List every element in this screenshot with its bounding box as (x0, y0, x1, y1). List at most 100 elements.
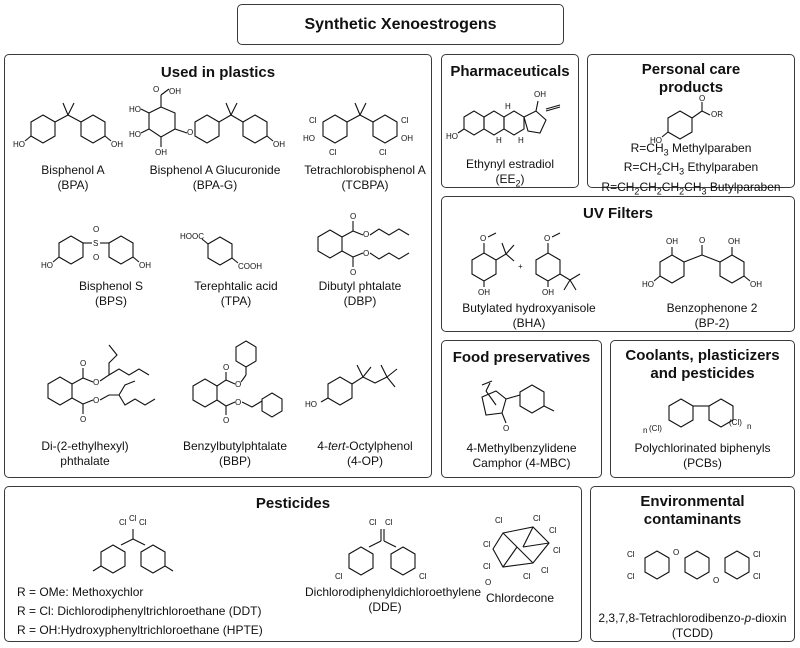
pcb-abbr: (PCBs) (683, 456, 722, 470)
personal-care-title-2: products (658, 79, 724, 96)
environmental-title-2: contaminants (643, 511, 742, 528)
pcb-cl-left: (Cl) (649, 424, 662, 433)
ee2-h2: H (496, 136, 502, 145)
main-title-box: Synthetic Xenoestrogens (237, 4, 564, 45)
dde-cl1: Cl (369, 518, 377, 527)
dehp-abbr: phthalate (60, 454, 110, 468)
uv-filters-panel: UV Filters O OH + O OH Butylated hydroxy… (441, 196, 795, 332)
plastics-title: Used in plastics (160, 64, 276, 81)
bps-o1: O (93, 225, 99, 234)
bps-ho: HO (41, 261, 53, 270)
bbp-label: Benzylbutylphtalate (BBP) (175, 439, 295, 469)
tcbpa-structure: Cl HO Cl Cl OH Cl (303, 102, 413, 157)
4op-name-pre: 4- (317, 439, 328, 453)
bp2-oh3: OH (750, 280, 762, 289)
tpa-hooc: HOOC (180, 232, 204, 241)
pr-r0: R = OMe: (17, 585, 69, 599)
ee2-label: Ethynyl estradiol (EE2) (442, 157, 578, 191)
pcb-n2: n (747, 422, 751, 431)
tcdd-cl2: Cl (627, 572, 635, 581)
4mbc-name: 4-Methylbenzylidene (466, 441, 577, 455)
pharmaceuticals-panel: Pharmaceuticals HO OH H H H Ethynyl estr… (441, 54, 579, 188)
cd-cl8: Cl (483, 562, 491, 571)
pr2-mid3: CH (684, 179, 702, 194)
tpa-label: Terephtalic acid (TPA) (181, 279, 291, 309)
bpa-g-structure: O OH HO HO OH O OH (129, 85, 285, 157)
bpa-abbr: (BPA) (57, 178, 89, 192)
bpa-label: Bisphenol A (BPA) (23, 163, 123, 193)
bps-abbr: (BPS) (94, 294, 127, 308)
tcdd-cl3: Cl (753, 550, 761, 559)
coolants-title-2: and pesticides (650, 365, 755, 382)
dde-label: Dichlorodiphenyldichloroethylene (DDE) (305, 585, 481, 615)
bha-structure: O OH + O OH (471, 232, 581, 297)
pcb-n: n (643, 426, 647, 435)
bpag-oh3: OH (273, 140, 285, 149)
bps-label: Bisphenol S (BPS) (61, 279, 161, 309)
pr2-mid: CH (639, 179, 657, 194)
tcdd-structure: O O Cl Cl Cl Cl (627, 548, 761, 585)
4mbc-label: 4-Methylbenzylidene Camphor (4-MBC) (442, 441, 601, 471)
bbp-name: Benzylbutylphtalate (182, 439, 288, 453)
dbp-o1: O (350, 212, 356, 221)
personal-care-panel: Personal care products O OR HO R=CH3 Met… (587, 54, 795, 196)
bpag-ho2: HO (129, 130, 141, 139)
ee2-name: Ethynyl estradiol (465, 157, 555, 171)
pr-n0: Methoxychlor (68, 585, 144, 599)
4op-name-em: tert (327, 439, 346, 453)
chlordecone-structure: Cl Cl Cl Cl Cl Cl Cl Cl O (483, 514, 561, 587)
ddt-cl3: Cl (139, 518, 147, 527)
ee2-h1: H (505, 102, 511, 111)
pr2-sub: 2 (634, 186, 640, 197)
dde-structure: Cl Cl Cl Cl (335, 518, 427, 581)
tcbpa-abbr: (TCBPA) (341, 178, 389, 192)
bha-oh1: OH (478, 288, 490, 297)
ee2-abbr-end: ) (520, 172, 525, 186)
cd-cl1: Cl (495, 516, 503, 525)
dbp-structure: O O O O (317, 212, 410, 277)
tcbpa-ho: HO (303, 134, 315, 143)
bpa-structure: HO OH (13, 102, 123, 149)
tcdd-name-em: p (744, 611, 752, 625)
paraben-row-butyl: R=CH2CH2CH2CH3 Butylparaben (588, 180, 794, 199)
bbp-structure: O O O O (192, 340, 283, 425)
bha-plus: + (518, 262, 523, 271)
bpa-oh: OH (111, 140, 123, 149)
pr2-sub3: 2 (679, 186, 685, 197)
tcdd-cl1: Cl (627, 550, 635, 559)
dehp-o4: O (93, 396, 99, 405)
bp2-label: Benzophenone 2 (BP-2) (642, 301, 782, 331)
paraben-list: R=CH3 Methylparaben R=CH2CH3 Ethylparabe… (588, 141, 794, 199)
tpa-cooh: COOH (238, 262, 262, 271)
ee2-abbr-sub: 2 (515, 178, 521, 189)
coolants-title-1: Coolants, plasticizers (625, 347, 780, 364)
4op-name-post: -Octylphenol (345, 439, 413, 453)
paraben-row-ethyl: R=CH2CH3 Ethylparaben (588, 160, 794, 179)
bpag-o2: O (187, 128, 193, 137)
bbp-abbr: (BBP) (218, 454, 251, 468)
4mbc-o: O (503, 424, 509, 433)
bpa-g-abbr: (BPA-G) (192, 178, 238, 192)
tcdd-label: 2,3,7,8-Tetrachlorodibenzo-p-dioxin (TCD… (591, 611, 794, 641)
tcdd-name: 2,3,7,8-Tetrachlorodibenzo-p-dioxin (591, 611, 794, 626)
pr-n1: Dichlorodiphenyltrichloroethane (DDT) (54, 604, 262, 618)
plastics-panel: Used in plastics HO OH Bisphenol A (BPA)… (4, 54, 432, 478)
chlordecone-name: Chlordecone (485, 591, 555, 605)
tcbpa-oh: OH (401, 134, 413, 143)
tcdd-name-post: -dioxin (751, 611, 787, 625)
ddt-cl2: Cl (129, 514, 137, 523)
dehp-o2: O (93, 378, 99, 387)
pr-r1: R = Cl: (17, 604, 55, 618)
ee2-abbr: (EE2) (442, 172, 578, 191)
4op-label: 4-tert-Octylphenol (4-OP) (305, 439, 425, 469)
dehp-o3: O (80, 415, 86, 424)
dbp-o2: O (363, 230, 369, 239)
ee2-abbr-main: (EE (495, 172, 516, 186)
ee2-h3: H (518, 136, 524, 145)
bpa-name: Bisphenol A (41, 163, 105, 177)
4op-name: 4-tert-Octylphenol (305, 439, 425, 454)
dbp-abbr: (DBP) (343, 294, 377, 308)
pr0-post: Methylparaben (668, 141, 752, 155)
4mbc-structure: O (481, 380, 555, 433)
chlordecone-label: Chlordecone (465, 591, 575, 606)
